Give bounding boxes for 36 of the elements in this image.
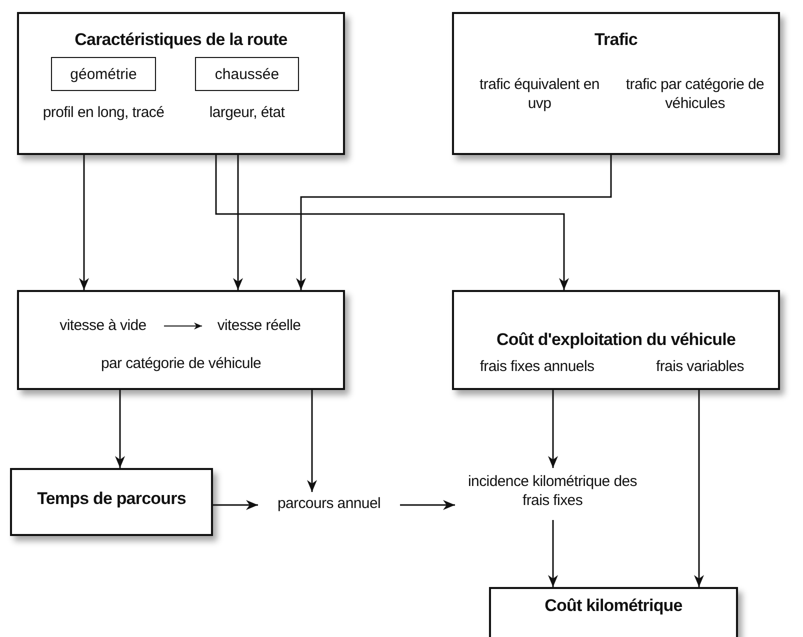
box-heading: Coût d'exploitation du véhicule — [495, 330, 737, 349]
box-text: frais fixes annuels — [478, 357, 596, 376]
box-text: par catégorie de véhicule — [100, 354, 262, 373]
process-box — [17, 12, 345, 155]
arrow — [164, 322, 202, 330]
category-box: géométrie — [51, 57, 156, 91]
flow-text: incidence kilométrique des frais fixes — [465, 472, 640, 516]
flow-text: vitesse à vide — [48, 316, 158, 336]
arrow — [115, 390, 125, 468]
box-text: frais variables — [654, 357, 746, 376]
category-box: chaussée — [195, 57, 299, 91]
box-text: trafic équivalent en uvp — [478, 75, 600, 113]
process-box — [452, 290, 780, 390]
arrow — [79, 155, 89, 290]
arrow — [307, 390, 317, 492]
arrow — [548, 390, 558, 468]
arrow — [548, 520, 558, 587]
box-heading: Trafic — [594, 30, 638, 49]
arrow — [213, 500, 258, 510]
box-heading: Caractéristiques de la route — [74, 30, 288, 49]
description-text: largeur, état — [208, 103, 286, 122]
flow-text: vitesse réelle — [206, 316, 312, 336]
process-box — [17, 290, 345, 390]
arrow — [400, 500, 455, 510]
box-text: trafic par catégorie de véhicules — [624, 75, 766, 113]
arrow — [233, 155, 243, 290]
process-box — [489, 587, 738, 637]
arrow — [694, 390, 704, 587]
process-box — [452, 12, 780, 155]
description-text: profil en long, tracé — [42, 103, 166, 122]
box-heading: Temps de parcours — [36, 489, 187, 508]
process-box — [10, 468, 213, 536]
arrow — [215, 155, 569, 290]
flow-text: parcours annuel — [262, 494, 396, 516]
arrow — [296, 155, 612, 290]
box-heading: Coût kilométrique — [544, 596, 684, 615]
